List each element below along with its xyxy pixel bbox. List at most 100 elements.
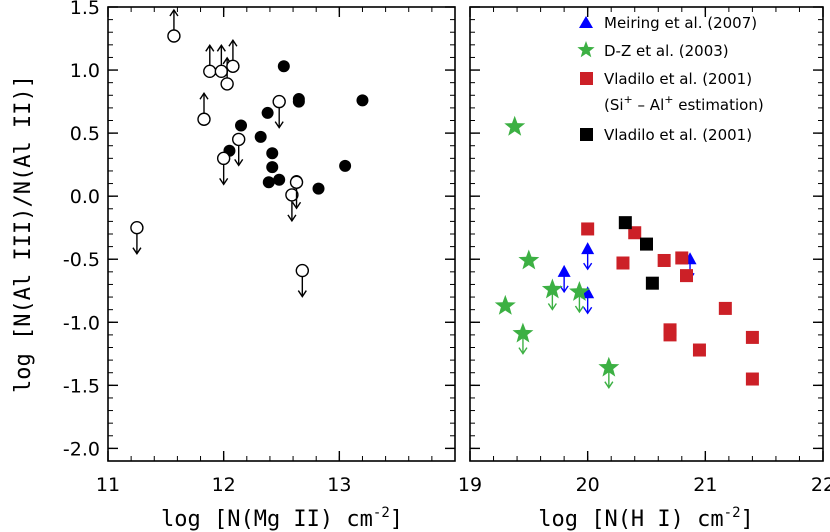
open-circle-upper-limit-point bbox=[130, 220, 144, 235]
limit-arrow-head bbox=[583, 306, 593, 315]
open-circle-upper-limit-point bbox=[285, 188, 299, 202]
square-point bbox=[628, 226, 642, 240]
limit-arrow-head bbox=[297, 290, 307, 298]
open-circle-upper-limit-point bbox=[289, 175, 304, 189]
limit-arrow-head bbox=[518, 347, 528, 355]
square-point bbox=[657, 253, 671, 267]
legend-entry-vladilo-red: Vladilo et al. (2001) (Si+ – Al+ estimat… bbox=[580, 70, 764, 114]
left-ticks: 11 12 13 1.5 1.0 0.5 0.0 -0.5 -1.0 -1.5 -2.0 bbox=[63, 0, 456, 496]
open-circle-lower-limit-point bbox=[197, 112, 211, 126]
limit-arrow-head bbox=[583, 262, 593, 271]
legend-entry-meiring: Meiring et al. (2007) bbox=[579, 14, 757, 32]
left-plot-frame bbox=[107, 6, 456, 462]
star-point bbox=[504, 115, 526, 136]
left-data-points bbox=[130, 8, 369, 298]
y-tick-label: -0.5 bbox=[63, 249, 100, 271]
limit-arrow-head bbox=[132, 247, 142, 255]
y-tick-label: -1.0 bbox=[63, 312, 100, 334]
x-tick-label: 12 bbox=[212, 474, 236, 496]
star-point bbox=[494, 294, 516, 315]
star-point bbox=[512, 322, 534, 343]
y-tick-label: 0.5 bbox=[70, 123, 100, 145]
filled-circle-point bbox=[262, 176, 275, 189]
square-point bbox=[616, 256, 630, 270]
filled-circle-point bbox=[277, 60, 290, 73]
filled-circle-point bbox=[266, 161, 279, 174]
legend-entry-vladilo-black: Vladilo et al. (2001) bbox=[580, 126, 752, 144]
y-tick-label: 0.0 bbox=[70, 186, 100, 208]
limit-arrow-head bbox=[287, 214, 297, 223]
filled-circle-point bbox=[273, 173, 286, 186]
limit-arrow-head bbox=[199, 91, 209, 100]
y-tick-label: -2.0 bbox=[63, 438, 100, 460]
limit-arrow-head bbox=[574, 305, 585, 314]
square-point bbox=[745, 372, 759, 386]
limit-arrow-head bbox=[291, 201, 302, 210]
filled-circle-point bbox=[356, 94, 369, 107]
limit-arrow-head bbox=[219, 177, 229, 186]
limit-arrow-head bbox=[205, 44, 215, 52]
y-tick-label: 1.5 bbox=[70, 0, 100, 19]
filled-circle-point bbox=[254, 130, 267, 143]
x-tick-label: 20 bbox=[576, 474, 600, 496]
star-point bbox=[569, 281, 590, 301]
filled-circle-point bbox=[261, 106, 274, 119]
square-point bbox=[675, 251, 689, 265]
legend-label-vladilo-note: (Si+ – Al+ estimation) bbox=[604, 93, 764, 114]
legend-label-dz: D-Z et al. (2003) bbox=[604, 42, 729, 60]
square-point bbox=[640, 237, 653, 251]
open-circle-lower-limit-point bbox=[220, 77, 234, 91]
legend-label-vladilo-black: Vladilo et al. (2001) bbox=[604, 126, 752, 144]
open-circle-lower-limit-point bbox=[226, 59, 240, 73]
limit-arrow-head bbox=[274, 121, 284, 129]
filled-circle-point bbox=[312, 182, 325, 195]
open-circle-lower-limit-point bbox=[167, 29, 181, 43]
x-tick-label: 19 bbox=[458, 474, 482, 496]
open-circle-upper-limit-point bbox=[272, 94, 286, 109]
x-tick-label: 13 bbox=[327, 474, 351, 496]
y-tick-label: 1.0 bbox=[70, 60, 100, 82]
left-x-axis-label: log [N(Mg II) cm-2] bbox=[161, 505, 403, 532]
filled-circle-point bbox=[339, 159, 352, 172]
triangle-point bbox=[581, 242, 595, 255]
square-point bbox=[692, 343, 706, 357]
y-tick-label: -1.5 bbox=[63, 375, 100, 397]
limit-arrow-head bbox=[169, 8, 179, 17]
star-point bbox=[541, 278, 563, 299]
square-point bbox=[618, 216, 632, 230]
legend-triangle-icon bbox=[579, 16, 593, 28]
open-circle-lower-limit-point bbox=[214, 64, 229, 79]
open-circle-lower-limit-point bbox=[203, 64, 217, 79]
limit-arrow-head bbox=[234, 159, 244, 167]
right-x-axis-label: log [N(H I) cm-2] bbox=[538, 505, 754, 532]
legend-entry-dz: D-Z et al. (2003) bbox=[577, 41, 729, 60]
square-point bbox=[645, 276, 659, 290]
open-circle-upper-limit-point bbox=[295, 263, 310, 278]
limit-arrow-head bbox=[604, 381, 614, 389]
filled-circle-point bbox=[292, 95, 305, 108]
open-circle-upper-limit-point bbox=[232, 132, 246, 147]
x-tick-label: 11 bbox=[96, 474, 120, 496]
x-tick-label: 21 bbox=[693, 474, 717, 496]
limit-arrow-head bbox=[559, 285, 569, 294]
legend-label-vladilo-red: Vladilo et al. (2001) bbox=[604, 70, 752, 88]
limit-arrow-head bbox=[228, 39, 238, 47]
limit-arrow-head bbox=[216, 44, 226, 52]
square-point bbox=[745, 330, 759, 344]
legend-black-square-icon bbox=[580, 128, 593, 141]
star-point bbox=[598, 356, 620, 377]
triangle-point bbox=[557, 264, 571, 277]
limit-arrow-head bbox=[547, 303, 557, 311]
triangle-point bbox=[581, 286, 595, 299]
legend: Meiring et al. (2007) D-Z et al. (2003) … bbox=[577, 14, 764, 144]
filled-circle-point bbox=[266, 147, 279, 160]
square-point bbox=[718, 301, 732, 315]
legend-star-icon bbox=[577, 41, 595, 58]
x-tick-label: 22 bbox=[811, 474, 830, 496]
square-point bbox=[680, 269, 694, 283]
left-panel: 11 12 13 1.5 1.0 0.5 0.0 -0.5 -1.0 -1.5 -2.0 log [… bbox=[11, 0, 456, 532]
star-point bbox=[518, 249, 540, 270]
right-ticks: 19 20 21 22 bbox=[458, 6, 830, 496]
right-data-points bbox=[494, 115, 759, 389]
right-panel: 19 20 21 22 log [N(H I) cm-2] Meiring et al… bbox=[458, 6, 830, 532]
